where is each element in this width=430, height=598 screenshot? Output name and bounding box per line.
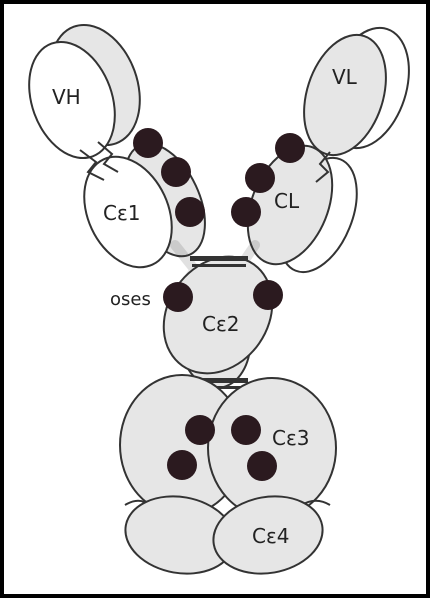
glycan-circle bbox=[231, 415, 261, 445]
glycan-circle bbox=[175, 197, 205, 227]
fc-region bbox=[119, 375, 336, 582]
glycan-circle bbox=[247, 451, 277, 481]
glycan-circle bbox=[167, 450, 197, 480]
label-ce3: Cε3 bbox=[272, 426, 310, 450]
label-ce2: Cε2 bbox=[202, 312, 240, 336]
glycan-circle bbox=[275, 133, 305, 163]
label-oses: oses bbox=[110, 289, 151, 310]
glycan-circle bbox=[185, 415, 215, 445]
glycan-circle bbox=[253, 280, 283, 310]
label-cl: CL bbox=[274, 189, 300, 213]
glycan-circle bbox=[133, 128, 163, 158]
label-ce4: Cε4 bbox=[252, 524, 290, 548]
glycan-circle bbox=[245, 163, 275, 193]
disulfide-bond-upper bbox=[190, 256, 248, 261]
glycan-circle bbox=[161, 157, 191, 187]
disulfide-bond-upper-2 bbox=[192, 264, 246, 267]
glycan-circle bbox=[163, 282, 193, 312]
label-vl: VL bbox=[332, 65, 358, 89]
label-vh: VH bbox=[52, 85, 81, 109]
glycan-circle bbox=[231, 197, 261, 227]
label-ce1: Cε1 bbox=[103, 201, 141, 225]
